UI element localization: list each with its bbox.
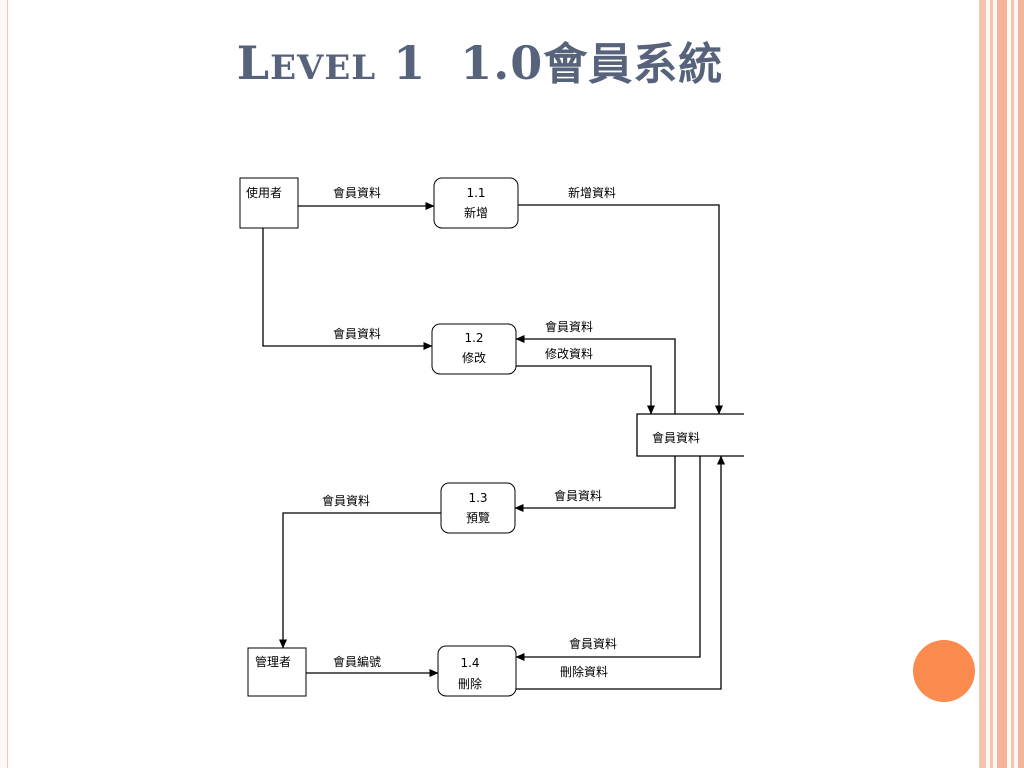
flow-user-to-p2 [262, 228, 433, 350]
slide-title: LEVEL 1 1.0會員系統 [236, 36, 724, 90]
right-stripe-3 [997, 0, 1007, 768]
flow-p1-to-store [518, 204, 723, 415]
flow-user-to-p1-label: 會員資料 [333, 186, 381, 200]
process-1-1-id: 1.1 [466, 186, 485, 200]
flow-store-to-p4-label: 會員資料 [569, 637, 617, 651]
flow-store-to-p2 [515, 335, 676, 414]
flow-p4-to-store [516, 455, 725, 690]
flow-p3-to-admin-label: 會員資料 [322, 494, 370, 508]
right-stripe-4 [1011, 0, 1014, 768]
flow-store-to-p2-label: 會員資料 [545, 320, 593, 334]
flow-p2-to-store-label: 修改資料 [545, 346, 593, 361]
process-1-2-id: 1.2 [464, 331, 483, 345]
process-1-3-name: 預覽 [466, 511, 490, 525]
flow-p4-to-store-label: 刪除資料 [560, 664, 608, 679]
process-1-2-name: 修改 [462, 350, 486, 365]
right-stripe-2 [990, 0, 993, 768]
flow-p3-to-admin [279, 512, 441, 649]
process-1-4-name: 刪除 [458, 676, 482, 691]
entity-admin [247, 647, 307, 697]
slide-frame [7, 0, 980, 768]
entity-user [239, 177, 299, 229]
orange-circle-decoration [913, 640, 975, 702]
flow-p1-to-store-label: 新增資料 [568, 185, 616, 200]
datastore-member-data [636, 413, 744, 457]
datastore-label: 會員資料 [652, 431, 700, 445]
right-stripe-1 [980, 0, 986, 768]
flow-store-to-p3-label: 會員資料 [554, 489, 602, 503]
entity-user-label: 使用者 [246, 185, 282, 200]
flow-store-to-p3 [514, 456, 676, 512]
process-1-1-name: 新增 [464, 205, 488, 220]
entity-admin-label: 管理者 [255, 654, 291, 669]
process-1-4-id: 1.4 [460, 656, 479, 670]
flow-p2-to-store [516, 365, 655, 415]
flow-admin-to-p4-label: 會員編號 [333, 654, 381, 669]
flow-user-to-p2-label: 會員資料 [333, 327, 381, 341]
process-1-3-id: 1.3 [468, 491, 487, 505]
right-stripe-5 [1018, 0, 1024, 768]
flow-store-to-p4 [515, 456, 701, 661]
